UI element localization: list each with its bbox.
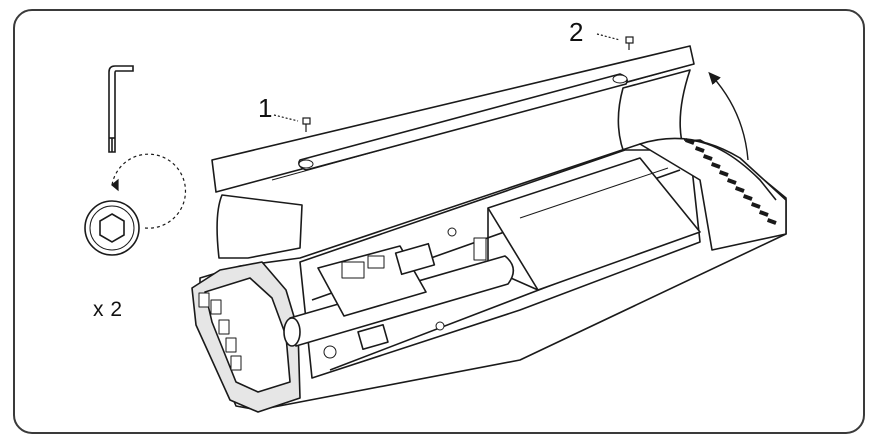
hex-socket-icon (84, 200, 140, 256)
lift-arrow-icon (708, 71, 749, 161)
right-vents (685, 138, 777, 225)
counterclockwise-arrow-icon (111, 153, 187, 229)
screw-2 (596, 33, 634, 50)
cover-plate (211, 45, 695, 193)
screw-1 (273, 114, 311, 132)
left-vents (198, 292, 242, 371)
callout-screw-1: 1 (258, 93, 273, 123)
allen-key-icon (108, 65, 134, 153)
heater-housing (191, 69, 787, 413)
callout-screw-2: 2 (569, 17, 584, 47)
quantity-label: x 2 (93, 298, 123, 321)
